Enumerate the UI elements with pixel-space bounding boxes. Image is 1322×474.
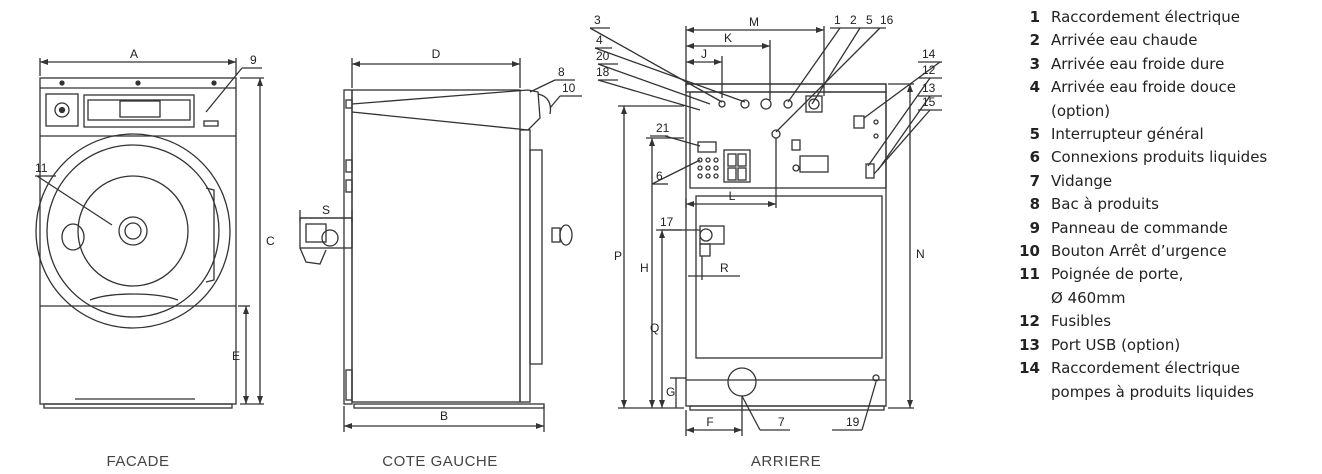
legend-item: 1 Raccordement électrique xyxy=(1010,6,1320,29)
dim-label-b: B xyxy=(440,409,448,423)
legend-text: Arrivée eau chaude xyxy=(1051,31,1198,50)
callout-4: 4 xyxy=(596,33,603,47)
legend-number: 13 xyxy=(1019,335,1040,354)
legend-item: 3 Arrivée eau froide dure xyxy=(1010,53,1320,76)
legend-number: 3 xyxy=(1029,54,1040,73)
callout-8: 8 xyxy=(558,65,565,79)
legend-number: 5 xyxy=(1029,125,1040,144)
dim-label-l: L xyxy=(729,189,736,203)
legend-text: Bac à produits xyxy=(1051,195,1159,214)
callout-20: 20 xyxy=(596,49,610,63)
legend-number: 8 xyxy=(1029,195,1040,214)
callout-7: 7 xyxy=(778,415,785,429)
dim-label-f: F xyxy=(706,415,713,429)
legend-text: Arrivée eau froide douce (option) xyxy=(1051,78,1236,120)
side-view xyxy=(299,89,573,409)
legend-number: 11 xyxy=(1019,265,1040,284)
legend-item: 8 Bac à produits xyxy=(1010,193,1320,216)
callout-17: 17 xyxy=(660,215,674,229)
dim-label-n: N xyxy=(916,247,925,261)
dim-label-p: P xyxy=(614,249,622,263)
dim-label-g: G xyxy=(666,385,675,399)
legend-item: 9 Panneau de commande xyxy=(1010,217,1320,240)
callout-13: 13 xyxy=(922,81,936,95)
legend-text: Arrivée eau froide dure xyxy=(1051,54,1225,73)
legend-number: 9 xyxy=(1029,218,1040,237)
dim-label-k: K xyxy=(724,31,732,45)
callout-11: 11 xyxy=(35,161,48,175)
dim-label-d: D xyxy=(432,47,441,61)
legend-text: Panneau de commande xyxy=(1051,218,1228,237)
callout-18: 18 xyxy=(596,65,610,79)
legend-number: 4 xyxy=(1029,78,1040,97)
legend-item: 7 Vidange xyxy=(1010,170,1320,193)
dim-label-s: S xyxy=(322,203,330,217)
legend-number: 7 xyxy=(1029,171,1040,190)
front-view xyxy=(35,77,237,409)
callout-9: 9 xyxy=(250,53,257,67)
legend-item: 14 Raccordement électrique pompes à produ… xyxy=(1010,357,1320,404)
callout-21: 21 xyxy=(656,121,670,135)
legend-text: Fusibles xyxy=(1051,312,1112,331)
dim-label-m: M xyxy=(749,15,759,29)
legend-text: Raccordement électrique xyxy=(1051,8,1240,26)
legend-list: 1 Raccordement électrique 2 Arrivée eau ch… xyxy=(1010,6,1320,404)
callout-1: 1 xyxy=(834,13,841,27)
legend-number: 6 xyxy=(1029,148,1040,167)
legend-text: Vidange xyxy=(1051,171,1113,190)
callout-15: 15 xyxy=(922,95,936,109)
legend-number: 2 xyxy=(1029,31,1040,50)
legend-number: 12 xyxy=(1019,312,1040,331)
legend-item: 5 Interrupteur général xyxy=(1010,123,1320,146)
legend-number: 14 xyxy=(1019,359,1040,378)
dim-label-q: Q xyxy=(650,321,659,335)
callout-2: 2 xyxy=(850,13,857,27)
legend-item: 2 Arrivée eau chaude xyxy=(1010,29,1320,52)
legend-item: 12 Fusibles xyxy=(1010,310,1320,333)
legend-item: 11 Poignée de porte, Ø 460mm xyxy=(1010,263,1320,310)
callout-16: 16 xyxy=(880,13,894,27)
dim-label-e: E xyxy=(232,349,240,363)
rear-view xyxy=(685,83,887,411)
legend-text: Bouton Arrêt d’urgence xyxy=(1051,242,1227,261)
legend-number: 10 xyxy=(1019,242,1040,261)
dim-label-c: C xyxy=(266,234,275,248)
legend-number: 1 xyxy=(1029,8,1040,26)
technical-drawing: A C E D B S M K J L P H Q G F R N 9 11 8… xyxy=(35,13,942,470)
callout-6: 6 xyxy=(656,169,663,183)
legend-item: 10 Bouton Arrêt d’urgence xyxy=(1010,240,1320,263)
legend-text: Interrupteur général xyxy=(1051,125,1204,144)
callout-3: 3 xyxy=(594,13,601,27)
legend-text: Poignée de porte, Ø 460mm xyxy=(1051,265,1184,307)
dim-label-h: H xyxy=(640,261,649,275)
legend-item: 4 Arrivée eau froide douce (option) xyxy=(1010,76,1320,123)
caption-rear: ARRIERE xyxy=(751,453,821,470)
legend-text: Port USB (option) xyxy=(1051,335,1181,354)
callout-14: 14 xyxy=(922,47,936,61)
legend-item: 13 Port USB (option) xyxy=(1010,334,1320,357)
dim-label-j: J xyxy=(701,47,707,61)
callout-19: 19 xyxy=(846,415,860,429)
callout-12: 12 xyxy=(922,63,936,77)
caption-front: FACADE xyxy=(106,453,169,470)
legend-text: Connexions produits liquides xyxy=(1051,148,1268,167)
callout-5: 5 xyxy=(866,13,873,27)
caption-left: COTE GAUCHE xyxy=(382,453,498,470)
legend-text: Raccordement électrique pompes à produit… xyxy=(1051,359,1254,401)
dim-label-a: A xyxy=(130,47,138,61)
dim-label-r: R xyxy=(720,261,729,275)
callout-10: 10 xyxy=(562,81,576,95)
legend-item: 6 Connexions produits liquides xyxy=(1010,146,1320,169)
